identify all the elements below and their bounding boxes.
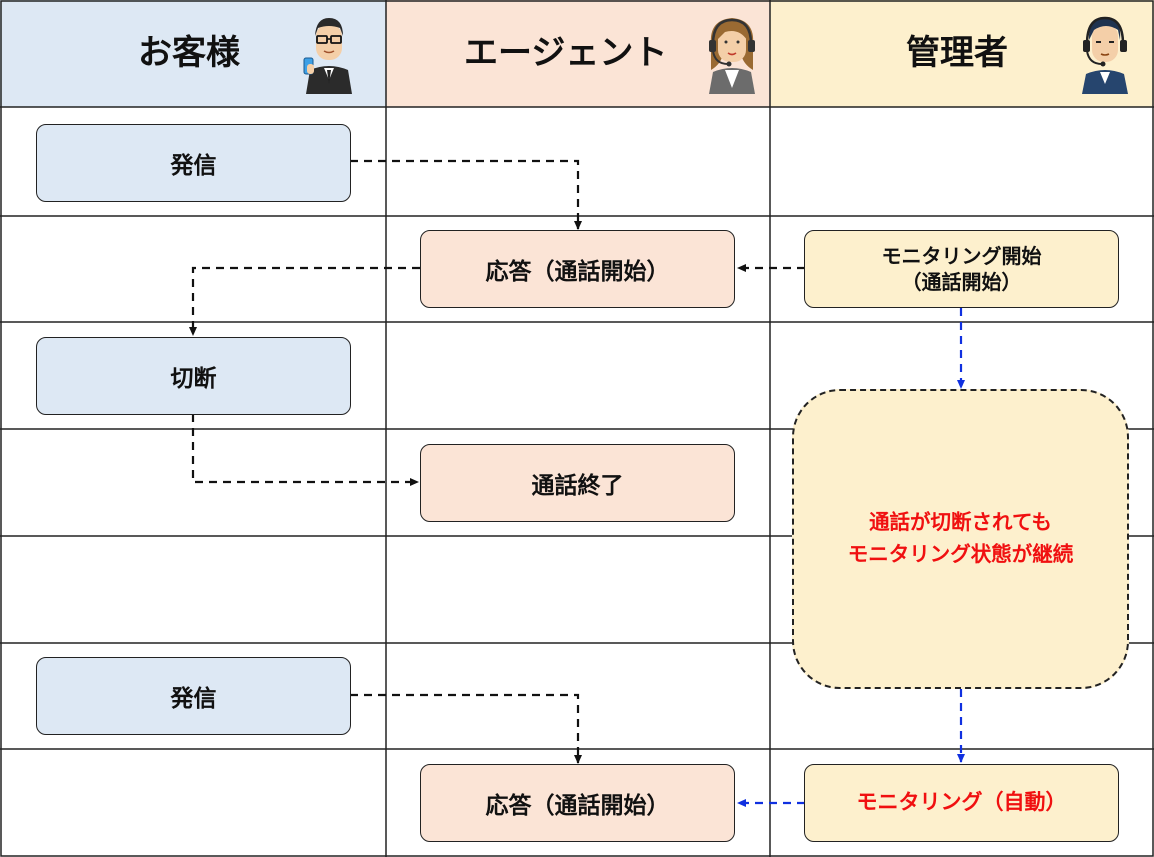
businessman-with-phone-icon [303, 18, 352, 94]
arrow-answer1-to-hangup [189, 266, 420, 336]
admin-monitor-start-step: モニタリング開始 （通話開始） [804, 230, 1119, 308]
arrow-call1-to-answer1 [350, 159, 582, 230]
customer-call-step-1: 発信 [36, 124, 351, 202]
note-line-2: モニタリング状態が継続 [847, 542, 1074, 566]
arrow-hangup-to-call-end [191, 414, 419, 486]
male-operator-headset-icon [1082, 16, 1128, 94]
monitoring-continues-note: 通話が切断されても モニタリング状態が継続 [792, 389, 1129, 689]
agent-header [386, 0, 770, 107]
admin-monitor-auto-label: モニタリング（自動） [856, 790, 1067, 815]
agent-call-end-label: 通話終了 [531, 473, 624, 499]
admin-column-title: 管理者 [906, 33, 1008, 73]
agent-answer-label-1: 応答（通話開始） [485, 259, 670, 285]
arrow-call2-to-answer2 [350, 693, 582, 764]
admin-monitor-start-line1: モニタリング開始 [881, 244, 1042, 268]
customer-column-title: お客様 [138, 33, 240, 73]
admin-monitor-start-line2: （通話開始） [901, 270, 1022, 294]
customer-call-step-2: 発信 [36, 657, 351, 735]
agent-column-title: エージェント [464, 33, 668, 73]
customer-hangup-label: 切断 [170, 366, 217, 392]
agent-answer-step-1: 応答（通話開始） [420, 230, 735, 308]
customer-call-label-1: 発信 [170, 153, 217, 179]
agent-answer-step-2: 応答（通話開始） [420, 764, 735, 842]
agent-answer-label-2: 応答（通話開始） [485, 793, 670, 819]
customer-hangup-step: 切断 [36, 337, 351, 415]
female-operator-headset-icon [709, 18, 755, 94]
admin-monitor-auto-step: モニタリング（自動） [804, 764, 1119, 842]
agent-call-end-step: 通話終了 [420, 444, 735, 522]
note-line-1: 通話が切断されても [869, 510, 1052, 535]
customer-call-label-2: 発信 [170, 686, 217, 712]
